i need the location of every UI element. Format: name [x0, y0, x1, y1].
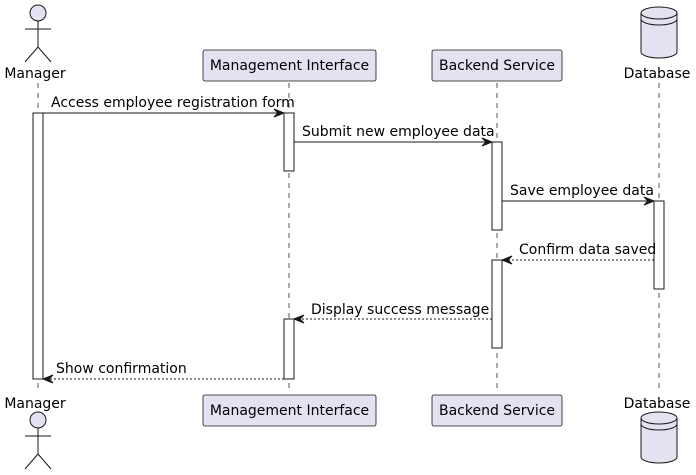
- database-icon-top: [640, 411, 678, 425]
- message-4: Confirm data saved: [500, 242, 656, 265]
- message-label: Access employee registration form: [51, 95, 295, 111]
- participant-label-ui-bottom: Management Interface: [210, 403, 369, 419]
- participant-box: [202, 49, 377, 82]
- participant-label-manager-top: Manager: [4, 66, 66, 82]
- actor-leg-left: [24, 46, 39, 63]
- participant-label-database-bottom: Database: [624, 396, 691, 412]
- participant-box: [202, 394, 377, 427]
- arrowhead-icon: [481, 137, 494, 147]
- arrowhead-icon: [643, 196, 656, 206]
- participant-label-manager-bottom: Manager: [4, 396, 66, 412]
- database-icon-top: [640, 6, 678, 20]
- message-label: Confirm data saved: [519, 242, 656, 258]
- actor-manager-top: Manager: [4, 4, 66, 82]
- actor-leg-right: [37, 46, 52, 63]
- participant-database-bottom: Database: [624, 396, 691, 464]
- message-label: Submit new employee data: [302, 124, 495, 140]
- message-2: Submit new employee data: [294, 124, 495, 147]
- actor-manager-bottom: Manager: [4, 396, 66, 470]
- message-label: Save employee data: [510, 183, 654, 199]
- participant-label-database-top: Database: [624, 66, 691, 82]
- participant-label-backend-bottom: Backend Service: [439, 403, 555, 419]
- participant-management-interface-top: Management Interface: [202, 49, 377, 82]
- participant-database-top: Database: [624, 6, 691, 82]
- participant-box: [431, 394, 563, 427]
- message-label: Display success message: [311, 302, 489, 318]
- database-icon: [640, 12, 678, 59]
- message-6: Show confirmation: [41, 361, 284, 384]
- database-icon-ring: [640, 18, 678, 26]
- participant-management-interface-bottom: Management Interface: [202, 394, 377, 427]
- database-icon: [640, 417, 678, 464]
- activation-bar-backend-1: [491, 141, 503, 231]
- participant-label-ui-top: Management Interface: [210, 58, 369, 74]
- activation-bar-ui-1: [283, 112, 295, 172]
- activation-bar-backend-2: [491, 259, 503, 349]
- actor-leg-left: [24, 453, 39, 470]
- message-5: Display success message: [292, 302, 492, 324]
- arrowhead-icon: [292, 314, 305, 324]
- activation-bar-database: [653, 200, 665, 290]
- message-label: Show confirmation: [56, 361, 187, 377]
- message-1: Access employee registration form: [43, 95, 295, 118]
- actor-leg-right: [37, 453, 52, 470]
- database-icon-ring: [640, 423, 678, 431]
- activation-bar-ui-2: [283, 318, 295, 380]
- activation-bar-manager: [32, 112, 44, 380]
- arrowhead-icon: [41, 374, 54, 384]
- participant-backend-service-bottom: Backend Service: [431, 394, 563, 427]
- participant-label-backend-top: Backend Service: [439, 58, 555, 74]
- arrowhead-icon: [500, 255, 513, 265]
- actor-head-icon: [29, 411, 47, 429]
- actor-head-icon: [29, 4, 47, 22]
- message-3: Save employee data: [502, 183, 656, 206]
- participant-backend-service-top: Backend Service: [431, 49, 563, 82]
- participant-box: [431, 49, 563, 82]
- arrowhead-icon: [273, 108, 286, 118]
